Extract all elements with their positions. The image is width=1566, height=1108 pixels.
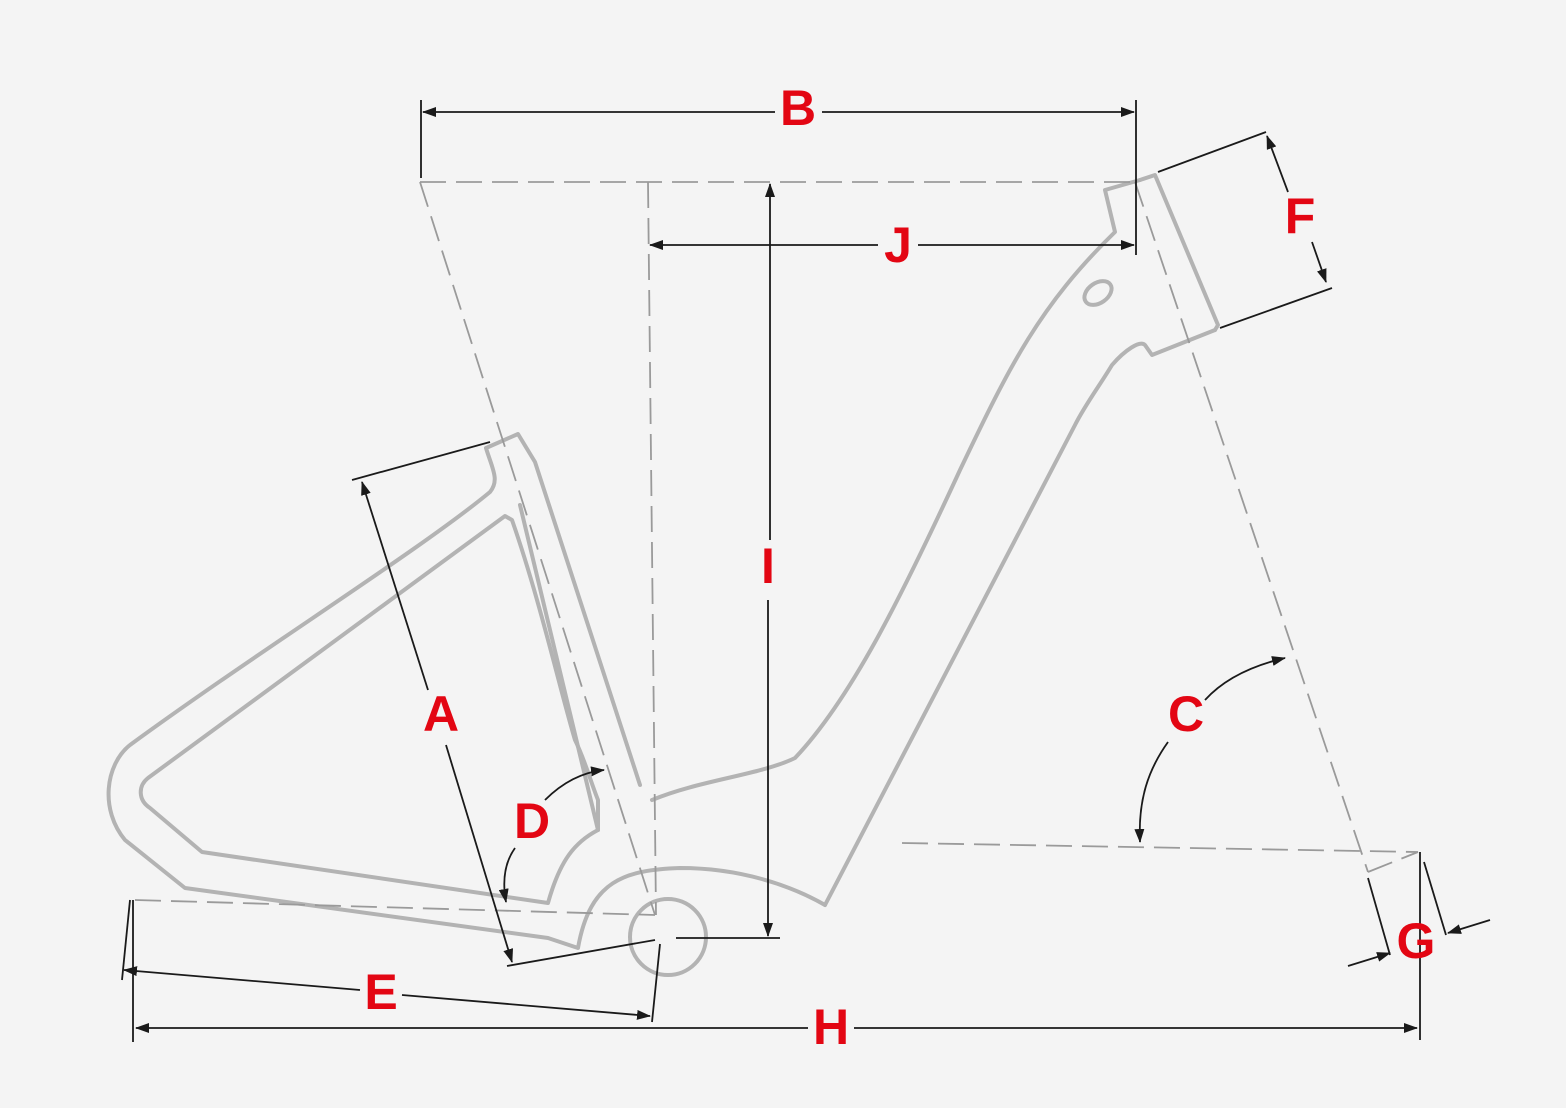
label-b: B xyxy=(780,80,816,136)
head-tube xyxy=(1138,173,1220,332)
dim-a-ext-bottom xyxy=(506,939,656,967)
vertical-seat-reference xyxy=(647,181,657,916)
dim-f-ext-top xyxy=(1157,131,1267,173)
label-i: I xyxy=(761,538,775,594)
down-tube xyxy=(650,178,1142,802)
reference-lines xyxy=(134,181,1419,916)
dim-a-bottom xyxy=(445,744,514,963)
seat-angle-line xyxy=(419,181,656,916)
chainstay-reference xyxy=(134,899,656,916)
dimension-labels: B J I A D E H F C G xyxy=(364,80,1435,1055)
dim-d-lower xyxy=(498,847,516,903)
cable-port xyxy=(1082,279,1114,307)
dimension-lines xyxy=(121,100,1491,1042)
label-g: G xyxy=(1397,913,1436,969)
label-d: D xyxy=(514,793,550,849)
dim-c-lower xyxy=(1134,741,1169,843)
dim-f-bottom xyxy=(1311,241,1327,283)
label-e: E xyxy=(364,964,397,1020)
dim-g-right xyxy=(1447,919,1491,934)
dim-e-ext-right xyxy=(651,943,661,1023)
label-c: C xyxy=(1168,686,1204,742)
label-j: J xyxy=(884,217,912,273)
down-tube-lower xyxy=(823,328,1217,907)
label-h: H xyxy=(813,999,849,1055)
seat-tube-inner xyxy=(518,503,600,832)
dim-g-ext-right xyxy=(1423,861,1447,936)
dim-f-top xyxy=(1266,135,1289,193)
fork-offset-line xyxy=(1367,851,1419,873)
head-tube-axis xyxy=(1134,181,1369,873)
dim-c-upper xyxy=(1204,656,1286,701)
dim-e-right xyxy=(401,994,651,1020)
rear-triangle-inner xyxy=(138,514,600,905)
bike-frame xyxy=(106,173,1220,977)
horizontal-ground-reference xyxy=(901,842,1419,853)
dim-a-top xyxy=(361,481,429,691)
dim-a-ext-top xyxy=(351,441,491,481)
label-f: F xyxy=(1285,188,1316,244)
dim-g-left xyxy=(1347,952,1391,967)
dim-f-ext-bottom xyxy=(1219,287,1333,329)
dim-g-ext-left xyxy=(1367,877,1391,956)
label-a: A xyxy=(423,686,459,742)
bottom-bracket xyxy=(628,897,708,977)
dim-e-left xyxy=(123,966,361,991)
dim-d-upper xyxy=(544,766,605,801)
rear-triangle-outer xyxy=(106,432,827,950)
